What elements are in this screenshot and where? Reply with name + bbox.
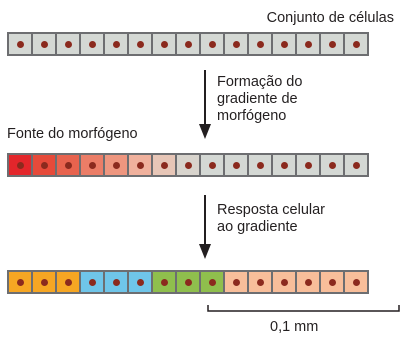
cell-nucleus: [160, 278, 168, 286]
cell: [199, 32, 225, 56]
cell-nucleus: [256, 278, 264, 286]
cell-nucleus: [232, 161, 240, 169]
cell-nucleus: [328, 40, 336, 48]
cell: [79, 153, 105, 177]
cell-nucleus: [16, 40, 24, 48]
cell-nucleus: [352, 278, 360, 286]
cell-nucleus: [304, 278, 312, 286]
cell-nucleus: [256, 161, 264, 169]
cell: [175, 270, 201, 294]
arrow-response: [199, 195, 211, 259]
cell: [319, 32, 345, 56]
cell-nucleus: [280, 40, 288, 48]
cell-nucleus: [112, 161, 120, 169]
cell-nucleus: [40, 278, 48, 286]
cell-nucleus: [184, 40, 192, 48]
step1-label-line2: gradiente de: [217, 91, 298, 107]
step2-label-line2: ao gradiente: [217, 219, 298, 235]
cell: [127, 270, 153, 294]
cell-nucleus: [88, 161, 96, 169]
cell-nucleus: [256, 40, 264, 48]
arrow-formation: [199, 70, 211, 139]
cell-nucleus: [280, 161, 288, 169]
cell: [223, 32, 249, 56]
cell: [7, 270, 33, 294]
cell: [343, 32, 369, 56]
cell: [79, 32, 105, 56]
step1-label-line3: morfógeno: [217, 108, 287, 124]
cell-nucleus: [352, 161, 360, 169]
morphogen-source-label: Fonte do morfógeno: [7, 126, 138, 142]
cell-nucleus: [88, 40, 96, 48]
cell-nucleus: [280, 278, 288, 286]
cell-nucleus: [208, 161, 216, 169]
cell-nucleus: [232, 278, 240, 286]
cell-nucleus: [112, 40, 120, 48]
cell-nucleus: [304, 161, 312, 169]
cell-nucleus: [160, 161, 168, 169]
scale-bar: [207, 305, 400, 312]
initial-cell-row: [7, 32, 369, 56]
cell-nucleus: [16, 278, 24, 286]
cell-nucleus: [208, 278, 216, 286]
cell-nucleus: [304, 40, 312, 48]
cell: [127, 153, 153, 177]
cell: [343, 270, 369, 294]
cell-set-label: Conjunto de células: [266, 10, 394, 26]
cell: [55, 32, 81, 56]
gradient-cell-row: [7, 153, 369, 177]
cell-nucleus: [208, 40, 216, 48]
cell: [151, 153, 177, 177]
cell-nucleus: [136, 278, 144, 286]
cell-nucleus: [136, 161, 144, 169]
step2-label-line1: Resposta celular: [217, 202, 325, 218]
scale-label: 0,1 mm: [270, 319, 319, 335]
cell-nucleus: [352, 40, 360, 48]
cell: [223, 153, 249, 177]
cell-nucleus: [184, 161, 192, 169]
cell: [103, 32, 129, 56]
cell-nucleus: [16, 161, 24, 169]
cell-nucleus: [328, 161, 336, 169]
step1-label-line1: Formação do: [217, 74, 303, 90]
cell-nucleus: [88, 278, 96, 286]
response-cell-row: [7, 270, 369, 294]
cell-nucleus: [40, 40, 48, 48]
cell: [343, 153, 369, 177]
cell-nucleus: [40, 161, 48, 169]
cell-nucleus: [136, 40, 144, 48]
cell-nucleus: [64, 40, 72, 48]
cell-nucleus: [184, 278, 192, 286]
cell-nucleus: [160, 40, 168, 48]
cell-nucleus: [64, 161, 72, 169]
cell-nucleus: [232, 40, 240, 48]
cell-nucleus: [328, 278, 336, 286]
cell-nucleus: [112, 278, 120, 286]
cell-nucleus: [64, 278, 72, 286]
cell: [55, 153, 81, 177]
